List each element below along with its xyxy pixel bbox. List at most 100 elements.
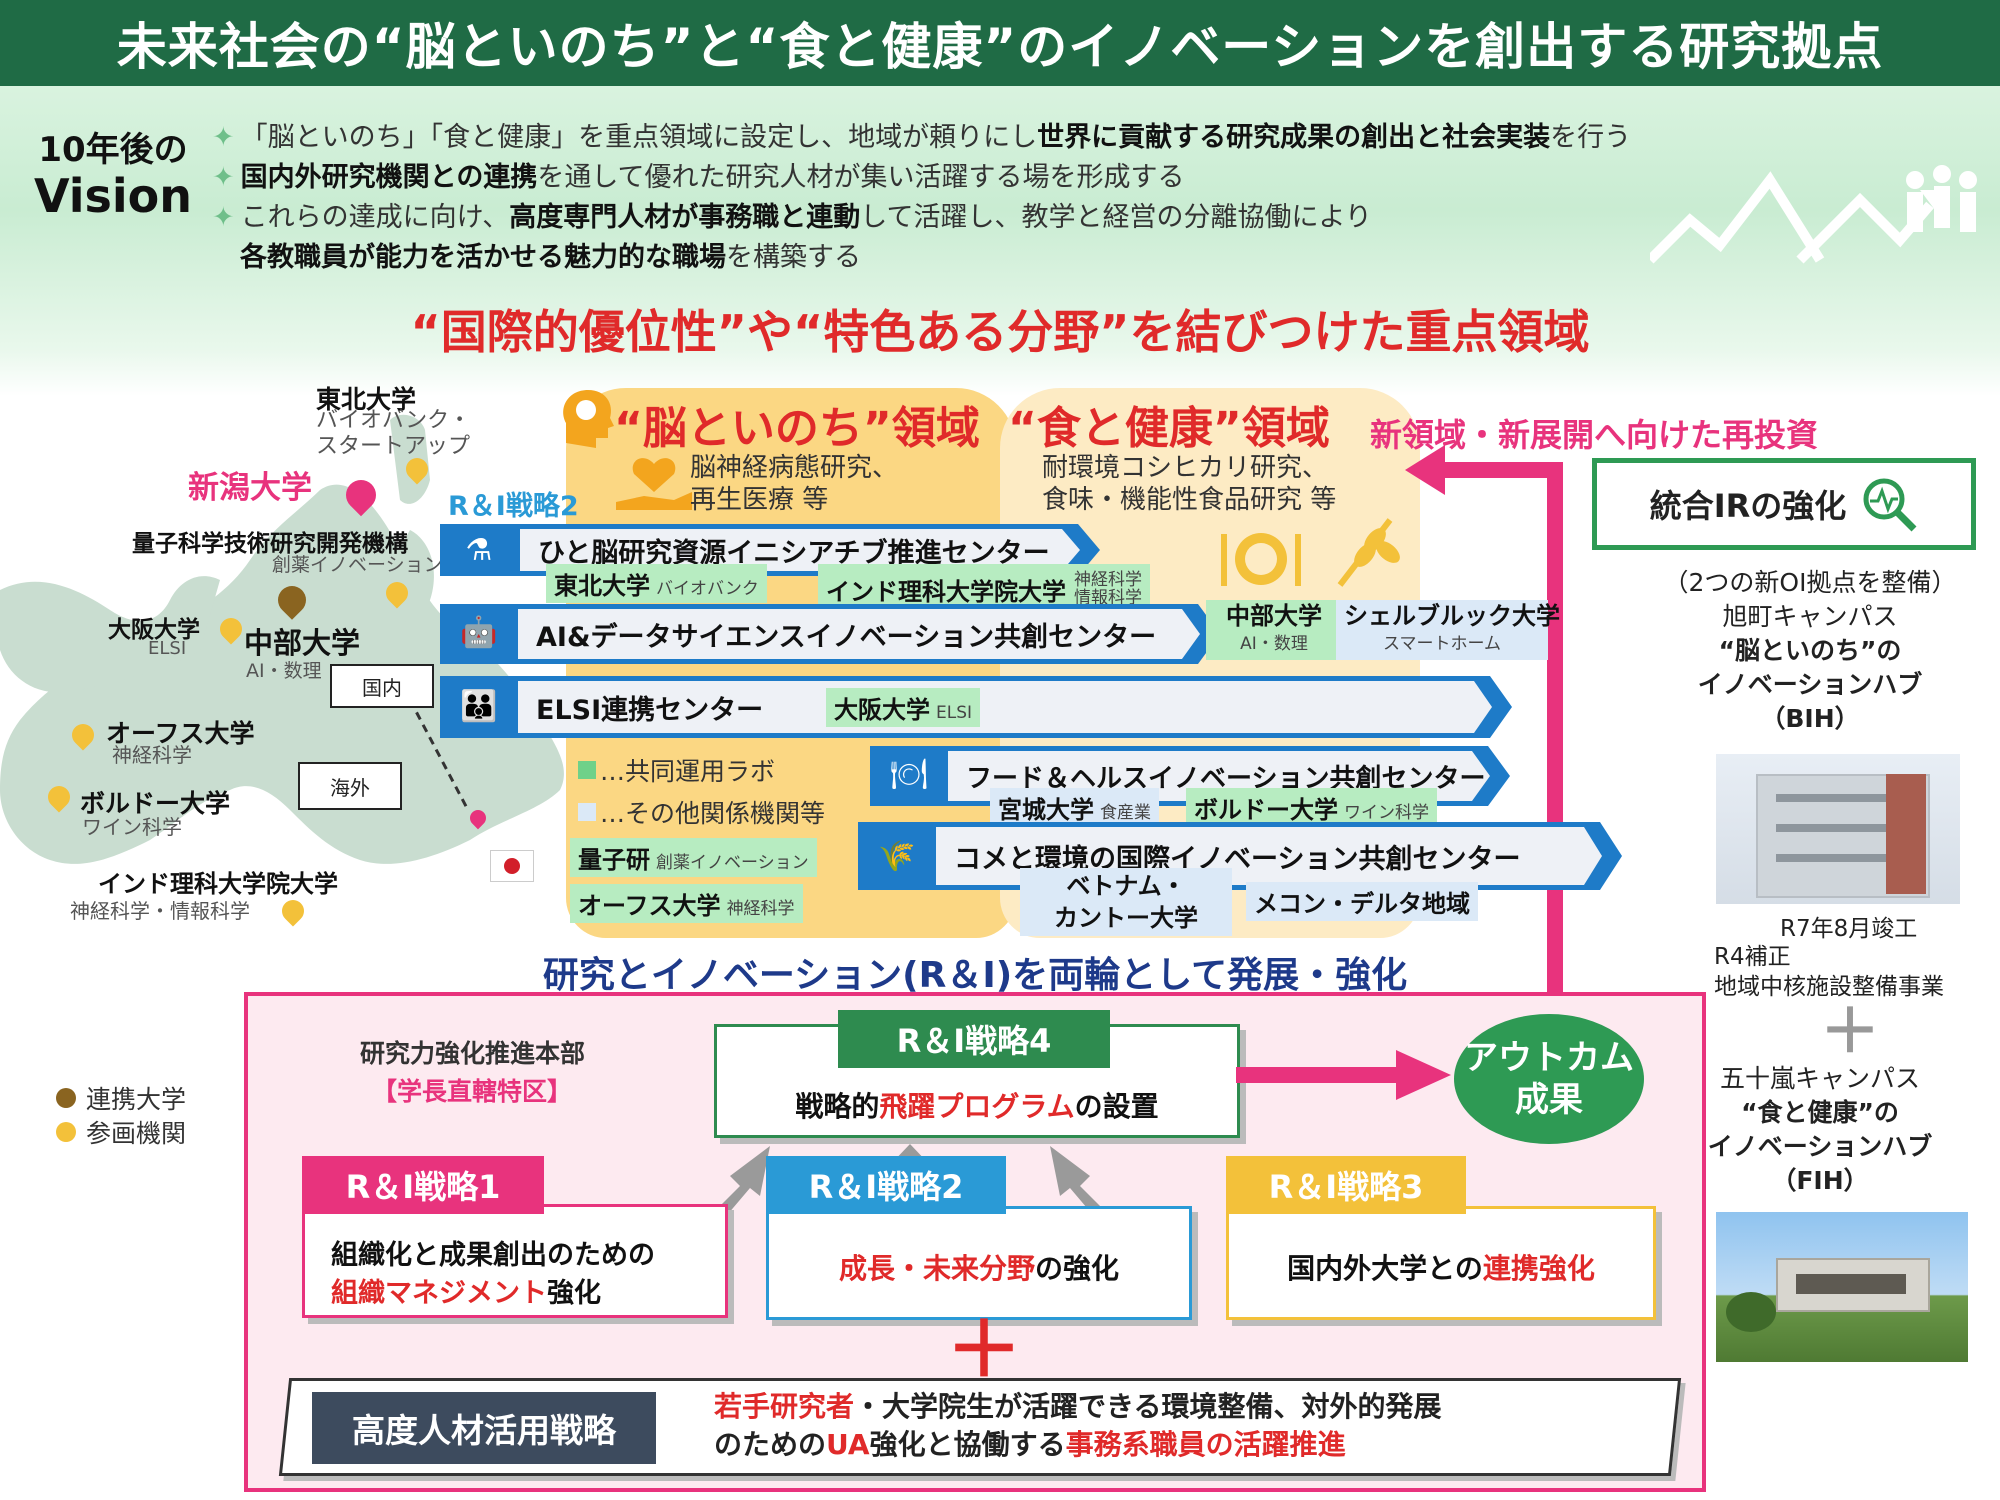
plus-sign-icon: ＋ (946, 1305, 1022, 1394)
vision-line1-a: 「脳といのち」「食と健康」を重点領域に設定し、地域が頼りにし (240, 122, 1038, 153)
tag-tohoku-name: 東北大学 (554, 572, 650, 600)
map-bordeaux-label: ボルドー大学 (80, 789, 231, 818)
strategy2-body: 成長・未来分野の強化 (769, 1247, 1189, 1287)
brain-head-icon (563, 390, 614, 448)
tag-sherbrooke: シェルブルック大学スマートホーム (1336, 600, 1560, 660)
legend-joint-lab-label: …共同運用ラボ (600, 757, 776, 786)
tag-sherbrooke-name: シェルブルック大学 (1344, 602, 1560, 630)
vision-line-2: ✦国内外研究機関との連携を通して優れた研究人材が集い活躍する場を形成する (212, 158, 1631, 198)
page-title: 未来社会の“脳といのち”と“食と健康”のイノベーションを創出する研究拠点 (0, 0, 2000, 86)
strategy4-body: 戦略的飛躍プログラムの設置 (717, 1085, 1237, 1125)
hr-strategy-body: 若手研究者・大学院生が活躍できる環境整備、対外的発展 のためのUA強化と協働する… (714, 1388, 1441, 1464)
tag-qst-note: 創薬イノベーション (656, 853, 809, 873)
tag-bordeaux-name: ボルドー大学 (1194, 796, 1338, 824)
robot-icon: 🤖 (460, 614, 498, 650)
strategy4-head: R＆I戦略4 (838, 1010, 1110, 1068)
outcome-line1: アウトカム (1464, 1038, 1634, 1078)
s1-body1: 組織化と成果創出のための (331, 1240, 655, 1271)
campus-plus-icon: ＋ (1820, 997, 1880, 1067)
vision-line3-c: して活躍し、教学と経営の分離協働により (860, 202, 1372, 233)
brain-desc-1: 脳神経病態研究、 (690, 453, 899, 483)
map-tohoku-note2: スタートアップ (316, 434, 471, 459)
mountains-people-icon (1650, 165, 1977, 264)
hr-l2-a: のための (714, 1428, 827, 1461)
overseas-box: 海外 (298, 762, 402, 810)
map-chubu-label: 中部大学 (244, 626, 361, 660)
hr-l2-b: UA (826, 1428, 870, 1461)
vision-line-1: ✦「脳といのち」「食と健康」を重点領域に設定し、地域が頼りにし世界に貢献する研究… (212, 118, 1631, 158)
legend-joint-lab: …共同運用ラボ (578, 752, 775, 788)
domestic-box: 国内 (330, 664, 434, 708)
campus-ikarashi: 五十嵐キャンパス “食と健康”の イノベーションハブ （FIH） (1660, 1062, 1980, 1198)
center-3-label: ELSI連携センター (518, 681, 1492, 733)
tag-sherbrooke-note: スマートホーム (1383, 634, 1501, 654)
wheat-icon (1337, 518, 1400, 587)
tag-aarhus-note: 神経科学 (726, 899, 795, 919)
ikarashi-4: （FIH） (1771, 1166, 1869, 1195)
vision-statements: ✦「脳といのち」「食と健康」を重点領域に設定し、地域が頼りにし世界に貢献する研究… (212, 118, 1631, 278)
food-desc-2: 食味・機能性食品研究 等 (1042, 485, 1337, 515)
vision-label-line1: 10年後の (38, 130, 188, 170)
hr-l1-a: 若手研究者 (714, 1390, 855, 1423)
tag-chubu-name: 中部大学 (1226, 602, 1322, 630)
ikarashi-2: “食と健康”の (1741, 1098, 1899, 1127)
asahi-4: （BIH） (1760, 704, 1860, 733)
magnifier-chart-icon (1863, 478, 1917, 532)
tag-iisc-note2: 情報科学 (1074, 588, 1142, 608)
japan-flag-icon (490, 850, 534, 882)
map-aarhus-note: 神経科学 (112, 743, 192, 767)
hr-l2-d: 事務系職員の活躍推進 (1065, 1428, 1346, 1461)
tag-vietnam-1: ベトナム・ (1066, 872, 1186, 900)
vision-line1-b: 世界に貢献する研究成果の創出と社会実装 (1037, 122, 1551, 153)
bih-completion: R7年8月竣工 (1780, 916, 1918, 942)
ri-heading: 研究とイノベーション(R＆I)を両輪として発展・強化 (542, 955, 1408, 996)
vision-line4-a: 各教職員が能力を活かせる魅力的な職場 (240, 242, 726, 273)
map-qst-label: 量子科学技術研究開発機構 (132, 531, 408, 557)
brain-test-tube-icon: ⚗ (465, 532, 493, 568)
tag-osaka-note: ELSI (936, 703, 973, 723)
s2-body-b: の強化 (1035, 1252, 1120, 1285)
map-aarhus-label: オーフス大学 (106, 719, 255, 748)
map-qst-note: 創薬イノベーション (272, 554, 443, 576)
vision-line2-b: を通して優れた研究人材が集い活躍する場を形成する (537, 162, 1185, 193)
brain-desc-2: 再生医療 等 (690, 485, 829, 515)
s2-body-a: 成長・未来分野 (838, 1252, 1035, 1285)
ir-label: 統合IRの強化 (1649, 487, 1847, 525)
vision-label: 10年後の Vision (28, 122, 198, 221)
world-map-graphic (0, 414, 564, 864)
center-bar-ai-ds: 🤖 AI&データサイエンスイノベーション共創センター (440, 604, 1220, 664)
hr-strategy-label: 高度人材活用戦略 (312, 1392, 656, 1464)
integrated-ir-box: 統合IRの強化 (1592, 458, 1976, 550)
tag-miyagi-note: 食産業 (1100, 803, 1151, 823)
hr-l2-c: 強化と協働する (869, 1428, 1066, 1461)
center-bar-rice-env: 🌾 コメと環境の国際イノベーション共創センター (858, 822, 1622, 890)
map-bordeaux-note: ワイン科学 (82, 815, 182, 839)
strategy3-box: 国内外大学との連携強化 (1226, 1206, 1656, 1320)
center-2-label: AI&データサイエンスイノベーション共創センター (518, 609, 1200, 659)
tag-qst-name: 量子研 (578, 846, 650, 874)
food-domain-title: “食と健康”領域 (1008, 403, 1330, 454)
tag-mekong: メコン・デルタ地域 (1246, 882, 1478, 921)
tag-vietnam-2: カントー大学 (1054, 904, 1198, 932)
map-iisc-label: インド理科大学院大学 (98, 870, 338, 898)
plate-cutlery-icon (1221, 533, 1301, 586)
vision-line-3: ✦これらの達成に向け、高度専門人材が事務職と連動して活躍し、教学と経営の分離協働… (212, 198, 1631, 238)
strategy1-box: 組織化と成果創出のための 組織マネジメント強化 (302, 1204, 728, 1318)
legend-other-label: …その他関係機関等 (600, 799, 826, 828)
map-chubu-note: AI・数理 (246, 660, 322, 682)
legend-partner: 連携大学 (56, 1080, 186, 1116)
people-family-icon: 👪 (460, 688, 498, 724)
tag-vietnam: ベトナム・カントー大学 (1020, 868, 1232, 936)
vision-line4-b: を構築する (726, 242, 861, 273)
focus-heading: “国際的優位性”や“特色ある分野”を結びつけた重点領域 (410, 305, 1590, 359)
s4-body-a: 戦略的 (795, 1090, 880, 1123)
brain-domain-desc: 脳神経病態研究、 再生医療 等 (690, 452, 898, 516)
strategy3-body: 国内外大学との連携強化 (1229, 1247, 1653, 1287)
vision-label-line2: Vision (33, 169, 193, 223)
vision-line2-a: 国内外研究機関との連携 (240, 162, 538, 193)
tag-tohoku: 東北大学バイオバンク (546, 564, 767, 603)
tag-miyagi: 宮城大学食産業 (990, 788, 1159, 827)
campus-asahi: （2つの新OI拠点を整備） 旭町キャンパス “脳といのち”の イノベーションハブ… (1640, 566, 1980, 736)
tag-tohoku-note: バイオバンク (656, 579, 759, 599)
tag-qst: 量子研創薬イノベーション (570, 838, 817, 877)
